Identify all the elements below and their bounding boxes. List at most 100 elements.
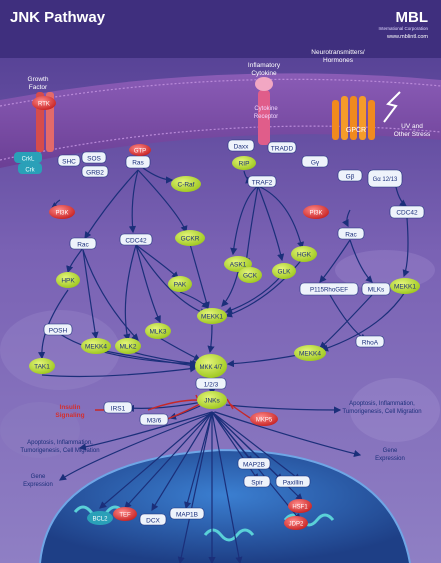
svg-text:MEKK1: MEKK1 xyxy=(201,314,223,321)
node-rhoa[interactable]: RhoA xyxy=(355,335,385,348)
label-gene-expr-right-2: Expression xyxy=(375,456,405,462)
label-neurotransmitters-1: Neurotransmitters/ xyxy=(311,49,365,56)
node-crk[interactable]: Crk xyxy=(18,163,42,174)
node-bcl2[interactable]: BCL2 xyxy=(87,511,113,525)
label-uv-stress-2: Other Stress xyxy=(394,131,431,138)
node-tradd[interactable]: TRADD xyxy=(267,141,297,154)
node-g-alpha[interactable]: Gα 12/13 xyxy=(367,169,403,188)
node-mkk47[interactable]: MKK 4/7 xyxy=(195,354,227,378)
nucleus xyxy=(40,450,410,563)
label-growth-factor-2: Factor xyxy=(29,84,48,91)
svg-text:Gβ: Gβ xyxy=(346,174,355,181)
label-cytokine-2: Cytokine xyxy=(251,70,277,77)
label-neurotransmitters-2: Hormones xyxy=(323,57,354,64)
node-paxillin[interactable]: Paxillin xyxy=(275,475,311,488)
node-hpk[interactable]: HPK xyxy=(56,272,80,288)
svg-text:MEKK4: MEKK4 xyxy=(299,351,321,358)
node-tef[interactable]: TEF xyxy=(113,507,137,521)
node-pak[interactable]: PAK xyxy=(168,276,192,292)
node-mlks[interactable]: MLKs xyxy=(361,282,391,296)
node-mekk1-right[interactable]: MEKK1 xyxy=(390,278,420,294)
nuclear-envelope xyxy=(39,448,411,563)
label-growth-factor-1: Growth xyxy=(28,76,49,83)
node-hgk[interactable]: HGK xyxy=(291,246,317,262)
label-outcome-right-1: Apoptosis, Inflammation, xyxy=(349,401,415,407)
svg-text:POSH: POSH xyxy=(49,328,68,335)
node-jnk-isoforms[interactable]: 1/2/3 xyxy=(195,377,227,390)
node-dcx[interactable]: DCX xyxy=(139,513,167,526)
node-map2b[interactable]: MAP2B xyxy=(237,457,271,470)
svg-text:Gα 12/13: Gα 12/13 xyxy=(373,177,398,183)
node-daxx[interactable]: Daxx xyxy=(227,139,255,152)
svg-text:TRAF2: TRAF2 xyxy=(252,180,273,187)
node-irs1[interactable]: IRS1 xyxy=(103,401,133,414)
svg-text:PI3K: PI3K xyxy=(55,211,68,217)
node-cdc42-left[interactable]: CDC42 xyxy=(119,233,153,246)
node-hsf1[interactable]: HSF1 xyxy=(288,499,312,513)
node-jnks[interactable]: JNKs xyxy=(197,391,227,409)
node-gpcr[interactable]: GPCR xyxy=(346,127,366,134)
node-map1b[interactable]: MAP1B xyxy=(169,507,205,520)
node-mekk1[interactable]: MEKK1 xyxy=(197,308,227,324)
node-mkp5[interactable]: MKP5 xyxy=(250,412,278,426)
label-gene-expr-left-1: Gene xyxy=(31,474,46,480)
node-grb2[interactable]: GRB2 xyxy=(81,165,109,178)
svg-text:Paxillin: Paxillin xyxy=(283,480,304,487)
svg-text:JDP2: JDP2 xyxy=(289,522,304,528)
svg-text:HSF1: HSF1 xyxy=(292,505,308,511)
node-rip[interactable]: RIP xyxy=(232,156,256,170)
svg-text:MEKK4: MEKK4 xyxy=(85,344,107,351)
node-pi3k-left[interactable]: PI3K xyxy=(49,205,75,219)
brand-url[interactable]: www.mblintl.com xyxy=(386,34,428,40)
node-rac-right[interactable]: Rac xyxy=(337,227,365,240)
node-shc[interactable]: SHC xyxy=(57,154,81,167)
node-rac-left[interactable]: Rac xyxy=(69,237,97,250)
node-glk[interactable]: GLK xyxy=(272,263,296,279)
svg-text:GPCR: GPCR xyxy=(346,127,366,134)
svg-text:MKK 4/7: MKK 4/7 xyxy=(199,365,223,371)
node-sos[interactable]: SOS xyxy=(81,151,107,164)
brand-logo: MBL xyxy=(396,9,429,26)
svg-text:1/2/3: 1/2/3 xyxy=(204,382,219,389)
node-posh[interactable]: POSH xyxy=(43,323,73,336)
svg-text:Crk: Crk xyxy=(25,168,35,174)
svg-text:CrkL: CrkL xyxy=(22,157,35,163)
svg-text:TEF: TEF xyxy=(119,513,131,519)
node-rtk[interactable]: RTK xyxy=(32,96,56,110)
svg-text:GCKR: GCKR xyxy=(181,236,200,243)
svg-text:Spir: Spir xyxy=(251,480,263,487)
cytokine-receptor-shape xyxy=(258,90,270,145)
node-cdc42-right[interactable]: CDC42 xyxy=(389,205,425,219)
node-tak1[interactable]: TAK1 xyxy=(29,358,55,374)
svg-text:SHC: SHC xyxy=(62,159,76,166)
svg-text:GCK: GCK xyxy=(243,273,258,280)
node-ras[interactable]: Ras xyxy=(125,155,151,169)
node-gtp[interactable]: GTP xyxy=(129,144,151,156)
node-mlk2[interactable]: MLK2 xyxy=(115,338,141,354)
node-g-gamma[interactable]: Gγ xyxy=(301,155,329,168)
node-mekk4[interactable]: MEKK4 xyxy=(81,338,111,354)
node-pi3k-right[interactable]: PI3K xyxy=(303,205,329,219)
svg-text:MLK2: MLK2 xyxy=(120,344,137,351)
node-spir[interactable]: Spir xyxy=(243,475,271,488)
label-insulin-2: Signaling xyxy=(55,412,84,419)
svg-text:RhoA: RhoA xyxy=(362,340,379,347)
svg-text:Rac: Rac xyxy=(345,232,357,239)
node-gck[interactable]: GCK xyxy=(238,267,262,283)
node-mlk3[interactable]: MLK3 xyxy=(145,323,171,339)
node-mekk4-right[interactable]: MEKK4 xyxy=(294,345,326,361)
cell-membrane xyxy=(0,73,441,168)
node-m36[interactable]: M3/6 xyxy=(139,413,169,426)
node-crafk[interactable]: C-Raf xyxy=(171,176,201,192)
node-gckr[interactable]: GCKR xyxy=(175,230,205,246)
organelle xyxy=(350,378,440,442)
node-crkl[interactable]: CrkL xyxy=(14,152,42,163)
svg-text:MEKK1: MEKK1 xyxy=(394,284,416,291)
label-gene-expr-left-2: Expression xyxy=(23,482,53,488)
node-traf2[interactable]: TRAF2 xyxy=(247,175,277,188)
node-jdp2[interactable]: JDP2 xyxy=(284,516,308,530)
node-g-beta[interactable]: Gβ xyxy=(337,169,363,182)
node-p115rhogef[interactable]: P115RhoGEF xyxy=(299,282,359,296)
membrane-inner-edge xyxy=(0,125,441,161)
svg-text:P115RhoGEF: P115RhoGEF xyxy=(310,287,348,294)
